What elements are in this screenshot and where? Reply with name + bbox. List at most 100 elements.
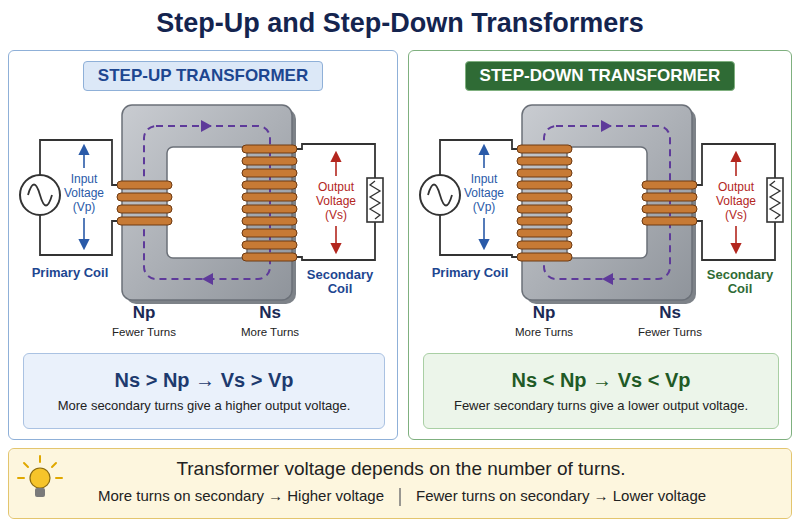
summary-rule: More turns on secondary → Higher voltage	[98, 487, 384, 504]
voltage-arrow	[83, 218, 85, 248]
wire	[440, 140, 517, 175]
secondary-coil	[242, 253, 297, 261]
primary-coil	[517, 241, 572, 249]
voltage-label: Output Voltage (Vs)	[310, 180, 362, 222]
light-ray	[52, 463, 56, 467]
coil-label: Secondary Coil	[298, 268, 382, 296]
wire	[440, 215, 517, 257]
formula-note: More secondary turns give a higher outpu…	[58, 398, 351, 413]
coil-label: Primary Coil	[30, 266, 110, 280]
summary-background	[9, 449, 791, 518]
wire	[697, 221, 775, 260]
resistor-zigzag	[770, 181, 780, 219]
transformer-panel: STEP-DOWN TRANSFORMER Ns < Np → Vs < Vp Fe…	[408, 50, 792, 440]
wire	[297, 222, 375, 260]
secondary-coil	[642, 217, 697, 225]
primary-coil	[117, 205, 172, 213]
transformer-panel: STEP-UP TRANSFORMER Ns > Np → Vs > Vp More…	[8, 50, 398, 440]
secondary-coil	[642, 193, 697, 201]
light-ray	[56, 477, 62, 479]
core-window	[567, 147, 647, 258]
coil-label: Primary Coil	[430, 266, 510, 280]
secondary-coil	[242, 169, 297, 177]
secondary-coil	[242, 145, 297, 153]
bulb-glass	[30, 468, 50, 488]
transformer-illustration	[420, 105, 783, 304]
iron-core	[522, 105, 692, 300]
primary-coil	[517, 145, 572, 153]
secondary-coil	[242, 193, 297, 201]
primary-coil	[517, 169, 572, 177]
light-ray	[39, 456, 41, 462]
primary-coil	[517, 205, 572, 213]
flux-arrow	[602, 273, 613, 285]
formula: Ns < Np → Vs < Vp	[512, 369, 691, 392]
wire	[40, 215, 117, 255]
primary-coil	[517, 181, 572, 189]
light-ray	[18, 477, 24, 479]
turns-note: Fewer Turns	[96, 325, 192, 339]
turns-note: More Turns	[496, 325, 592, 339]
voltage-label: Input Voltage (Vp)	[460, 172, 508, 214]
secondary-coil	[242, 241, 297, 249]
light-ray	[24, 463, 28, 467]
primary-coil	[117, 217, 172, 225]
lightbulb-icon	[18, 456, 62, 497]
flux-arrow	[202, 273, 213, 285]
turns-symbol: Ns	[648, 304, 692, 322]
panel-heading: STEP-UP TRANSFORMER	[83, 61, 323, 91]
separator	[399, 488, 401, 506]
wire	[697, 144, 775, 185]
secondary-coil	[642, 205, 697, 213]
formula-note: Fewer secondary turns give a lower outpu…	[454, 398, 748, 413]
resistor-symbol	[367, 178, 383, 222]
coil-label: Secondary Coil	[698, 268, 782, 296]
summary-rule: Fewer turns on secondary → Lower voltage	[416, 487, 706, 504]
panel-heading: STEP-DOWN TRANSFORMER	[465, 61, 736, 91]
transformer-illustration	[20, 105, 383, 304]
iron-core	[122, 105, 292, 300]
secondary-coil	[642, 181, 697, 189]
voltage-label: Input Voltage (Vp)	[60, 172, 108, 214]
turns-note: Fewer Turns	[622, 325, 718, 339]
resistor-symbol	[767, 178, 783, 222]
secondary-coil	[242, 229, 297, 237]
secondary-coil	[242, 181, 297, 189]
turns-symbol: Ns	[248, 304, 292, 322]
secondary-coil	[242, 217, 297, 225]
primary-coil	[117, 193, 172, 201]
summary-heading: Transformer voltage depends on the numbe…	[69, 458, 733, 480]
secondary-coil	[242, 205, 297, 213]
flux-arrow	[601, 120, 612, 132]
primary-coil	[517, 229, 572, 237]
core-window	[167, 147, 247, 258]
primary-coil	[517, 253, 572, 261]
turns-symbol: Np	[522, 304, 566, 322]
sine-symbol	[28, 185, 52, 206]
voltage-arrow	[335, 153, 337, 176]
primary-coil	[517, 217, 572, 225]
ac-source	[20, 175, 60, 215]
voltage-arrow	[335, 226, 337, 252]
turns-symbol: Np	[122, 304, 166, 322]
formula: Ns > Np → Vs > Vp	[115, 369, 294, 392]
voltage-arrow	[735, 153, 737, 176]
summary-box: Transformer voltage depends on the numbe…	[8, 448, 792, 519]
primary-coil	[517, 193, 572, 201]
voltage-label: Output Voltage (Vs)	[710, 180, 762, 222]
voltage-arrow	[483, 146, 485, 168]
resistor-zigzag	[370, 181, 380, 219]
voltage-arrow	[735, 226, 737, 252]
voltage-arrow	[83, 146, 85, 168]
bulb-base	[35, 488, 45, 497]
formula-box: Ns < Np → Vs < Vp Fewer secondary turns g…	[423, 353, 779, 429]
title: Step-Up and Step-Down Transformers	[0, 8, 800, 39]
secondary-coil	[242, 157, 297, 165]
turns-note: More Turns	[222, 325, 318, 339]
primary-coil	[517, 157, 572, 165]
sine-symbol	[428, 185, 452, 206]
formula-box: Ns > Np → Vs > Vp More secondary turns gi…	[23, 353, 385, 429]
primary-coil	[117, 181, 172, 189]
flux-arrow	[201, 120, 212, 132]
